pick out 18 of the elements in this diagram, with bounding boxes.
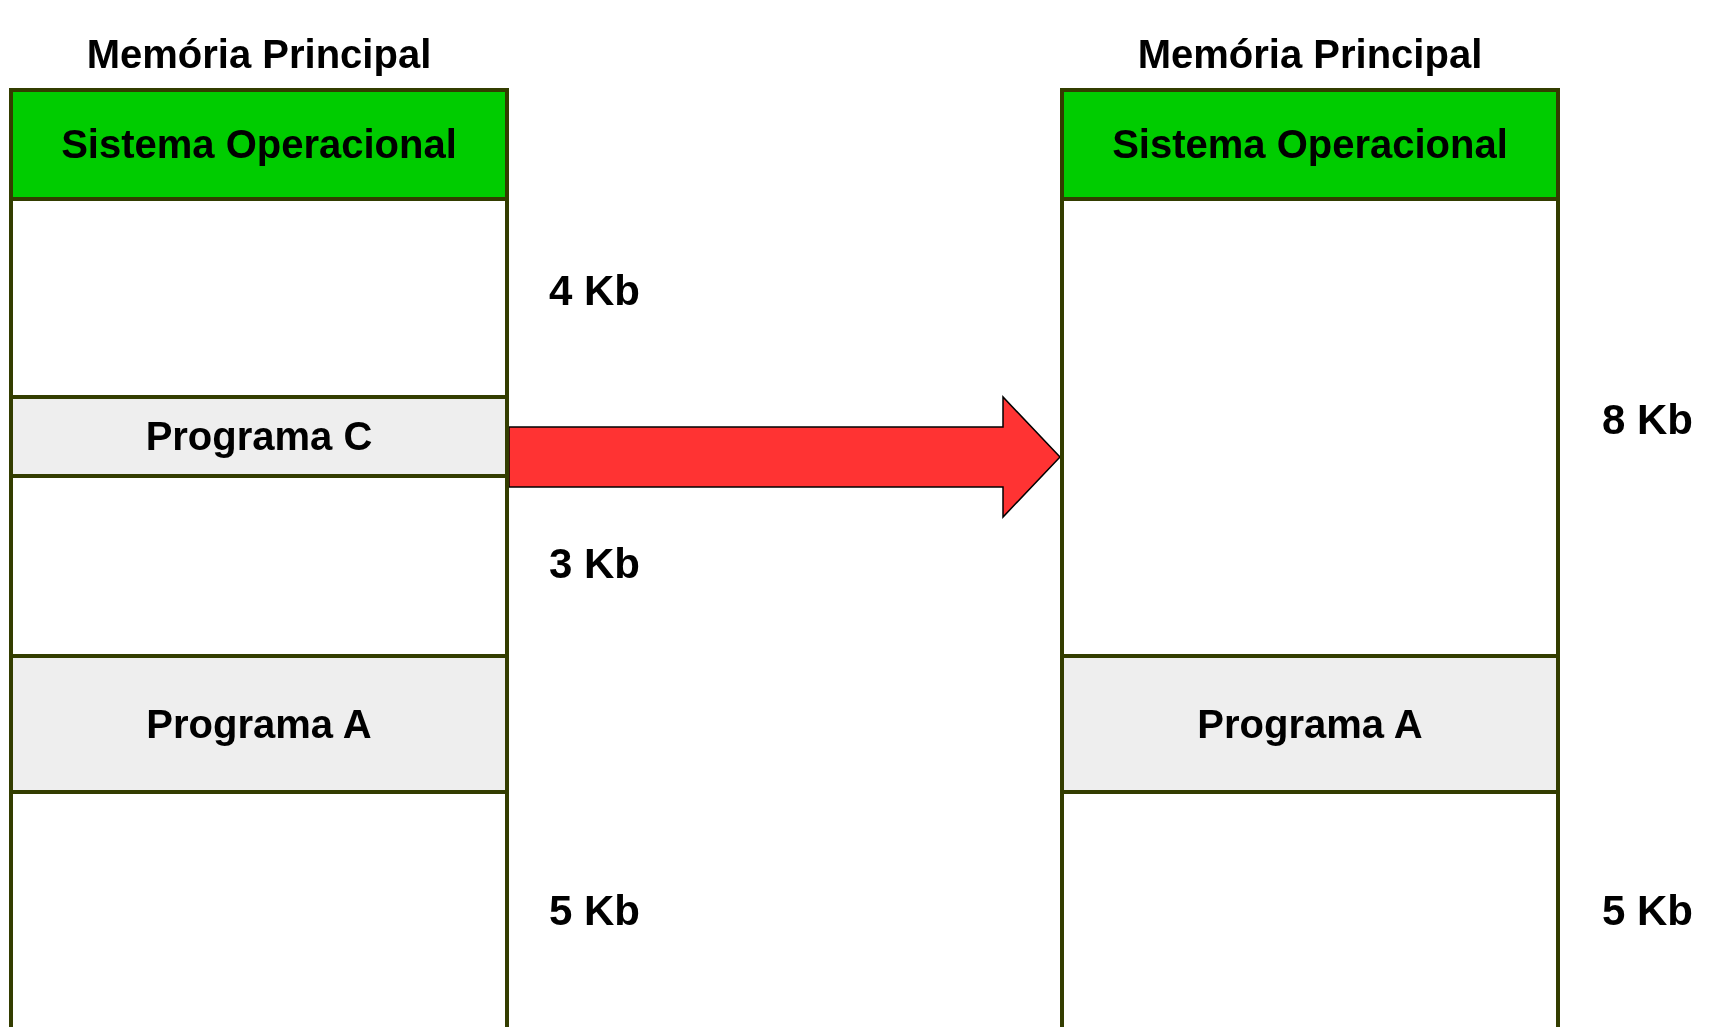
memory-segment [1064,654,1556,790]
segment-label: Sistema Operacional [1112,122,1508,167]
size-label: 4 Kb [549,267,640,315]
memory-segment [13,654,505,790]
memory-segment [13,395,505,474]
segment-label: Sistema Operacional [61,122,457,167]
segment-label: Programa A [146,701,372,747]
column-heading: Memória Principal [86,32,432,77]
size-label: 5 Kb [549,887,640,935]
block-arrow [508,395,1062,519]
size-label: 3 Kb [549,540,640,588]
memory-segment [13,92,505,197]
memory-segment [1064,92,1556,197]
segment-label: Programa C [145,414,373,459]
size-label: 5 Kb [1602,887,1693,935]
segment-label: Programa A [1197,701,1423,747]
column-heading: Memória Principal [1137,32,1483,77]
size-label: 8 Kb [1602,396,1693,444]
